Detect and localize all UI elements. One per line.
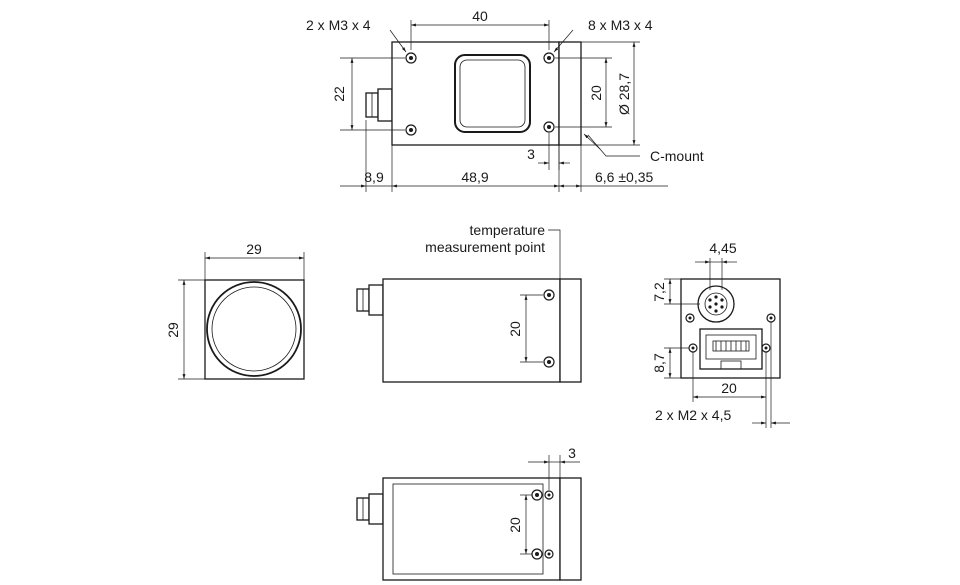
bottom-flange (559, 477, 582, 581)
dim-lens-width: 29 (246, 241, 262, 257)
dim-rear-lower: 8,7 (651, 353, 667, 373)
dim-front-hole-20: 20 (588, 85, 604, 101)
c-mount-flange (558, 41, 582, 146)
front-connector (365, 88, 393, 122)
dim-side-hole-20: 20 (507, 321, 523, 337)
sensor-window (454, 54, 531, 133)
dim-rear-upper: 7,2 (651, 282, 667, 302)
dim-mount-length: 6,6 ±0,35 (595, 169, 653, 185)
dim-bottom-offset-3: 3 (568, 445, 576, 461)
note-thread-right: 8 x M3 x 4 (588, 17, 653, 33)
dim-rear-top-offset: 4,45 (709, 240, 736, 256)
ethernet-port (699, 328, 763, 370)
lens-view: 29 29 (165, 241, 305, 380)
side-connector (356, 284, 384, 316)
label-temperature-line1: temperature (470, 222, 546, 238)
dim-front-width: 40 (472, 8, 488, 24)
side-view: temperature measurement point 20 (356, 222, 582, 383)
front-mount-holes (405, 52, 555, 136)
label-c-mount: C-mount (650, 148, 704, 164)
note-thread-left: 2 x M3 x 4 (306, 17, 371, 33)
dim-front-height-22: 22 (331, 86, 347, 102)
lens-opening (206, 281, 302, 377)
dim-connector-length: 8,9 (364, 169, 384, 185)
bottom-connector (356, 493, 384, 525)
bottom-view: 3 20 (356, 445, 582, 581)
front-view: 40 2 x M3 x 4 8 x M3 x 4 22 20 Ø 28,7 3 … (306, 8, 704, 192)
label-temperature-line2: measurement point (425, 239, 545, 255)
note-rear-thread: 2 x M2 x 4,5 (655, 407, 731, 423)
rear-view: 4,45 7,2 8,7 20 2 x M2 x 4,5 (651, 240, 790, 428)
dim-body-length: 48,9 (461, 169, 488, 185)
side-flange (559, 278, 582, 383)
dim-front-offset-3: 3 (527, 146, 535, 162)
connector-pins (708, 295, 724, 313)
dim-bottom-hole-20: 20 (507, 517, 523, 533)
side-body (382, 278, 561, 383)
dim-lens-height: 29 (165, 322, 181, 338)
dim-rear-hole-spacing: 20 (721, 380, 737, 396)
dim-mount-diameter: Ø 28,7 (616, 73, 632, 115)
